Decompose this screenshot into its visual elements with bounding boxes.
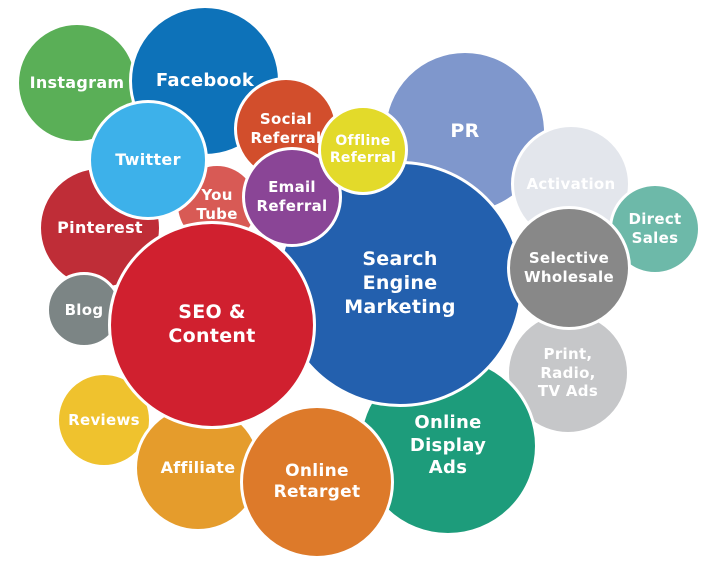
bubble-blog-label: Blog [64, 300, 104, 319]
bubble-affiliate-label: Affiliate [160, 458, 236, 477]
bubble-seo-content: SEO & Content [108, 221, 316, 429]
bubble-instagram-label: Instagram [29, 73, 125, 92]
bubble-online-retarget-label: Online Retarget [273, 460, 361, 502]
bubble-offline-referral-label: Offline Referral [329, 132, 397, 167]
bubble-activation-label: Activation [526, 174, 616, 193]
bubble-reviews-label: Reviews [68, 410, 140, 429]
bubble-youtube-label: You Tube [196, 186, 238, 223]
bubble-twitter-label: Twitter [115, 150, 181, 169]
bubble-offline-referral: Offline Referral [318, 105, 408, 195]
bubble-selective-wholesale-label: Selective Wholesale [524, 249, 614, 286]
bubble-facebook-label: Facebook [155, 69, 255, 91]
bubble-online-display-ads-label: Online Display Ads [409, 412, 487, 479]
bubble-seo-content-label: SEO & Content [168, 301, 256, 347]
bubble-twitter: Twitter [88, 100, 208, 220]
bubble-email-referral-label: Email Referral [256, 178, 328, 215]
bubble-search-engine-marketing-label: Search Engine Marketing [344, 248, 456, 318]
bubble-online-retarget: Online Retarget [240, 405, 394, 559]
bubble-direct-sales-label: Direct Sales [628, 210, 682, 247]
bubble-pinterest-label: Pinterest [57, 218, 143, 237]
bubble-print-radio-tv-ads-label: Print, Radio, TV Ads [537, 344, 599, 401]
bubble-selective-wholesale: Selective Wholesale [507, 206, 631, 330]
bubble-pr-label: PR [450, 120, 480, 143]
bubble-social-referral-label: Social Referral [250, 110, 322, 147]
